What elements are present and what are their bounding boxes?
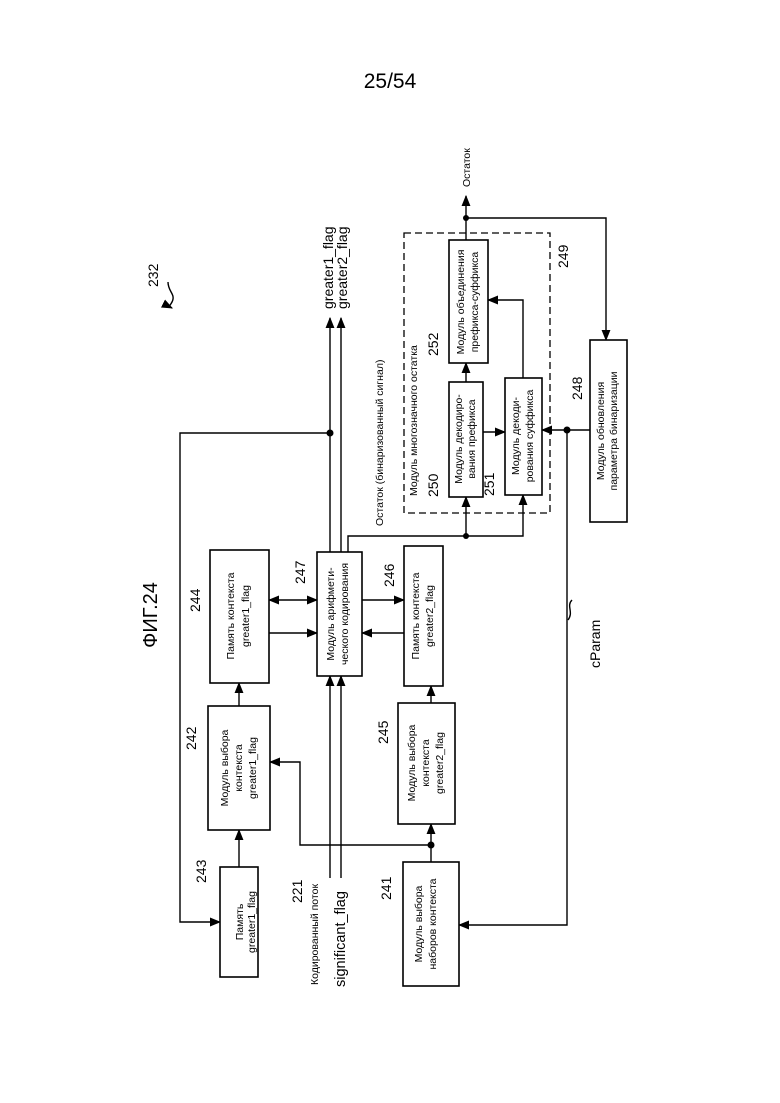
junction-dot xyxy=(463,215,469,221)
ref-232: 232 xyxy=(145,263,161,287)
box-247-line-1: Модуль арифмети- xyxy=(325,567,337,661)
box-243-line-2: greater1_flag xyxy=(246,891,258,953)
box-244-line-2: greater1_flag xyxy=(240,585,252,647)
ref-248: 248 xyxy=(569,376,585,400)
ref-250: 250 xyxy=(425,473,441,497)
ref-243: 243 xyxy=(193,859,209,883)
ref-252: 252 xyxy=(425,332,441,356)
box-245-line-1: Модуль выбора xyxy=(406,724,418,801)
ref-244: 244 xyxy=(187,588,203,612)
ref-232-arrow xyxy=(168,282,173,308)
box-252-line-1: Модуль объединения xyxy=(455,250,467,355)
junction-dot xyxy=(327,430,334,437)
box-250-line-2: вания префикса xyxy=(466,399,478,478)
box-246-line-2: greater2_flag xyxy=(424,585,436,647)
ref-221: 221 xyxy=(289,879,305,903)
cparam-leader xyxy=(568,600,572,620)
box-241-line-1: Модуль выбора xyxy=(413,885,425,962)
box-241-line-2: наборов контекста xyxy=(427,878,439,969)
box-248: Модуль обновления параметра бинаризации xyxy=(590,340,627,522)
wire-251-252 xyxy=(488,300,523,378)
label-remainder-binarized: Остаток (бинаризованный сигнал) xyxy=(374,360,386,526)
box-247: Модуль арифмети- ческого кодирования xyxy=(317,552,362,676)
label-coded-stream: Кодированный поток xyxy=(309,884,321,985)
box-252-line-2: префикса-суффикса xyxy=(469,252,481,353)
box-241: Модуль выбора наборов контекста xyxy=(403,862,459,986)
wire-remainder-250 xyxy=(348,497,466,552)
label-greater2-flag: greater2_flag xyxy=(334,226,350,309)
box-245-line-3: greater2_flag xyxy=(434,732,446,794)
box-250: Модуль декодиро- вания префикса xyxy=(449,382,483,497)
box-248-line-2: параметра бинаризации xyxy=(608,371,620,490)
box-242-line-1: Модуль выбора xyxy=(219,729,231,806)
box-242-line-3: greater1_flag xyxy=(247,737,259,799)
ref-241: 241 xyxy=(378,876,394,900)
module-249-title: Модуль многозначного остатка xyxy=(408,345,420,496)
junction-dot xyxy=(428,842,435,849)
box-248-line-1: Модуль обновления xyxy=(595,382,607,480)
box-252: Модуль объединения префикса-суффикса xyxy=(449,240,488,363)
box-243: Память greater1_flag xyxy=(220,867,258,977)
box-242-line-2: контекста xyxy=(233,744,245,792)
ref-247: 247 xyxy=(292,560,308,584)
wire-cparam-241 xyxy=(459,430,567,925)
label-cparam: cParam xyxy=(587,620,603,668)
box-245: Модуль выбора контекста greater2_flag xyxy=(398,703,455,824)
box-244: Память контекста greater1_flag xyxy=(210,550,269,683)
junction-dot xyxy=(463,533,469,539)
box-243-line-1: Память xyxy=(234,903,246,940)
ref-246: 246 xyxy=(381,563,397,587)
box-246: Память контекста greater2_flag xyxy=(404,546,443,686)
ref-245: 245 xyxy=(375,720,391,744)
ref-251: 251 xyxy=(481,472,497,496)
box-246-line-1: Память контекста xyxy=(410,572,422,659)
ref-242: 242 xyxy=(183,726,199,750)
box-250-line-1: Модуль декодиро- xyxy=(453,394,465,484)
junction-dot xyxy=(564,427,571,434)
box-251-line-1: Модуль декоди- xyxy=(510,397,522,475)
box-251: Модуль декоди- рования суффикса xyxy=(505,378,542,495)
box-247-line-2: ческого кодирования xyxy=(339,563,351,665)
label-significant-flag: significant_flag xyxy=(333,891,349,987)
figure-title: ФИГ.24 xyxy=(140,582,162,648)
label-remainder-out: Остаток xyxy=(461,148,473,187)
box-251-line-2: рования суффикса xyxy=(524,390,536,483)
box-242: Модуль выбора контекста greater1_flag xyxy=(208,706,270,830)
wire-remainder-251 xyxy=(466,495,523,536)
box-244-line-1: Память контекста xyxy=(225,572,237,659)
ref-249: 249 xyxy=(555,244,571,268)
box-245-line-2: контекста xyxy=(420,739,432,787)
